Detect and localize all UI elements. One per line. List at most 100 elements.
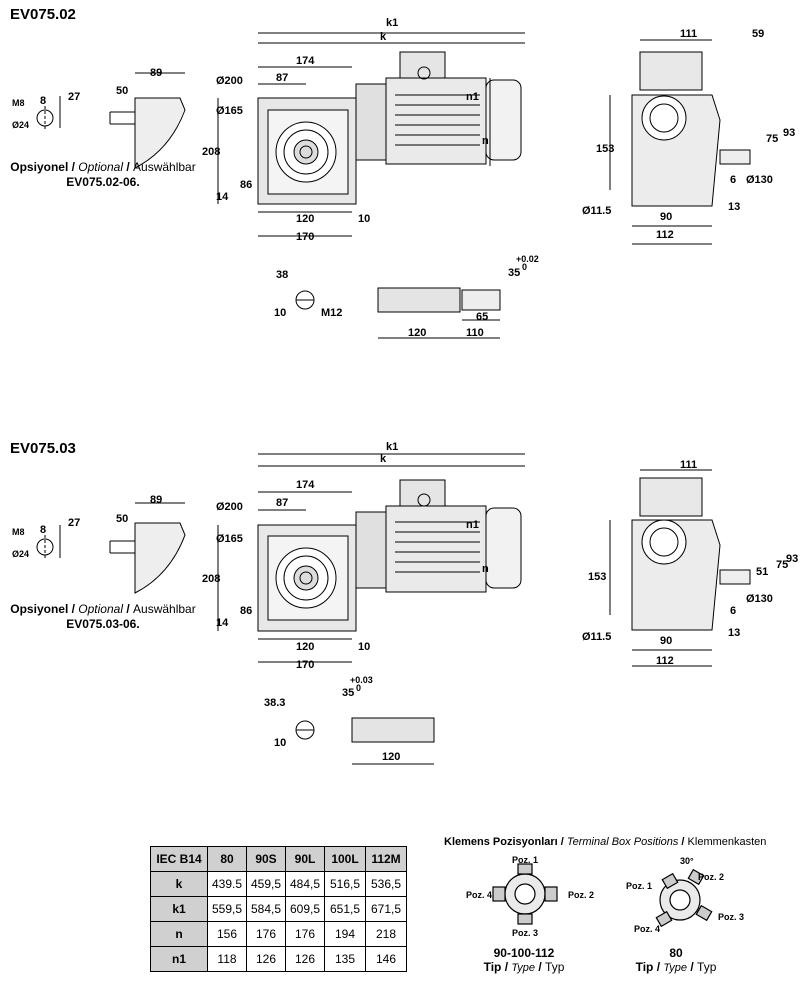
dim-110: 110 — [466, 327, 484, 339]
table-cell: 135 — [324, 946, 366, 972]
table-cell: 146 — [365, 946, 407, 972]
gearbox-front-view-2 — [217, 453, 525, 663]
dim-93-2: 93 — [786, 553, 798, 565]
dim-10-2: 10 — [358, 641, 370, 653]
gearbox-side-view — [609, 39, 751, 245]
dim-208: 208 — [202, 146, 220, 158]
dim-174-2: 174 — [296, 479, 315, 491]
section1-title: EV075.02 — [10, 6, 76, 23]
table-cell: 194 — [324, 921, 366, 947]
dim-90-2: 90 — [660, 635, 672, 647]
table-header: 112M — [365, 846, 407, 872]
dim-50: 50 — [116, 85, 128, 97]
dim-38-3: 38.3 — [264, 697, 285, 709]
tip-tr-b: Tip — [635, 960, 654, 974]
dim-153: 153 — [596, 143, 614, 155]
dim-8: 8 — [40, 95, 46, 107]
dim-93: 93 — [783, 127, 795, 139]
opt-tr-2: Opsiyonel — [10, 602, 69, 616]
dim-k: k — [380, 31, 387, 43]
flange-detail — [36, 72, 186, 169]
dim-d200: Ø200 — [216, 75, 243, 87]
dim-35: 35 — [508, 267, 520, 279]
table-cell: 218 — [365, 921, 407, 947]
table-row: n1 118 126 126 135 146 — [150, 946, 407, 972]
type-b-tip: Tip / Type / Typ — [635, 960, 717, 974]
type-a-name: 90-100-112 — [493, 946, 555, 960]
poz4-b: Poz. 4 — [634, 924, 660, 934]
type-a-tip: Tip / Type / Typ — [483, 960, 565, 974]
terminal-box-diagrams: Poz. 1 Poz. 2 Poz. 3 Poz. 4 30° Poz. 1 P… — [466, 855, 744, 938]
dim-170-2: 170 — [296, 659, 314, 671]
row-label: k1 — [150, 896, 208, 922]
dim-59: 59 — [752, 28, 764, 40]
table-cell: 536,5 — [365, 871, 407, 897]
terminal-box-title: Klemens Pozisyonları / Terminal Box Posi… — [444, 836, 767, 848]
terminal-type-a — [492, 863, 558, 925]
type-a-label: 90-100-112 Tip / Type / Typ — [464, 946, 584, 974]
dim-8-2: 8 — [40, 524, 46, 536]
flange-detail-2 — [36, 502, 186, 594]
table-cell: 484,5 — [285, 871, 325, 897]
table-cell: 459,5 — [246, 871, 286, 897]
dim-120-2: 120 — [296, 641, 314, 653]
table-cell: 559,5 — [207, 896, 247, 922]
dim-n: n — [482, 135, 489, 147]
table-header-row: IEC B14 80 90S 90L 100L 112M — [150, 846, 407, 872]
dim-k1: k1 — [386, 17, 398, 29]
dim-d165: Ø165 — [216, 105, 243, 117]
tb-title-tr: Klemens Pozisyonları — [444, 836, 558, 848]
dim-174: 174 — [296, 55, 315, 67]
dim-89-2: 89 — [150, 494, 162, 506]
row-label: n1 — [150, 946, 208, 972]
dim-d11-5-2: Ø11.5 — [582, 631, 611, 643]
table-cell: 584,5 — [246, 896, 286, 922]
terminal-type-b — [655, 868, 713, 928]
dim-d11-5: Ø11.5 — [582, 205, 611, 217]
table-cell: 176 — [246, 921, 286, 947]
dim-87-2: 87 — [276, 497, 288, 509]
dim-d200-2: Ø200 — [216, 501, 243, 513]
tol-upper: +0.02 — [516, 254, 539, 264]
gearbox-front-view — [217, 32, 525, 237]
tip-de-b: Typ — [697, 960, 717, 974]
poz4-a: Poz. 4 — [466, 890, 492, 900]
tol-lower: 0 — [522, 262, 527, 272]
section2-optional-note: Opsiyonel / Optional / Auswählbar EV075.… — [10, 602, 196, 631]
dim-10: 10 — [358, 213, 370, 225]
table-header: 90S — [246, 846, 286, 872]
dim-n1-2: n1 — [466, 519, 479, 531]
opt-en-2: Optional — [78, 602, 123, 616]
dim-m8: M8 — [12, 98, 25, 108]
dim-75-2: 75 — [776, 559, 788, 571]
tip-tr-a: Tip — [483, 960, 502, 974]
table-cell: 156 — [207, 921, 247, 947]
dim-208-2: 208 — [202, 573, 220, 585]
opt-de: Auswählbar — [133, 160, 196, 174]
poz3-b: Poz. 3 — [718, 912, 744, 922]
poz1-a: Poz. 1 — [512, 855, 538, 865]
dim-65: 65 — [476, 311, 488, 323]
table-header: 100L — [324, 846, 366, 872]
dim-112: 112 — [656, 229, 674, 241]
dim-13-2: 13 — [728, 627, 740, 639]
table-header: 90L — [285, 846, 325, 872]
dim-50-2: 50 — [116, 513, 128, 525]
section2-drawing: M8 Ø24 8 27 50 89 k1 k 174 87 Ø200 Ø165 … — [12, 441, 798, 765]
poz1-b: Poz. 1 — [626, 881, 652, 891]
iec-table: IEC B14 80 90S 90L 100L 112M k 439.5 459… — [150, 846, 407, 972]
table-cell: 126 — [246, 946, 286, 972]
dim-87: 87 — [276, 72, 288, 84]
row-label: k — [150, 871, 208, 897]
dim-51-2: 51 — [756, 566, 768, 578]
tol-lower-2: 0 — [356, 683, 361, 693]
dim-27: 27 — [68, 91, 80, 103]
dim-14-2: 14 — [216, 617, 229, 629]
angle-30: 30° — [680, 856, 694, 866]
table-cell: 516,5 — [324, 871, 366, 897]
opt-code: EV075.02-06. — [66, 175, 140, 189]
table-row: k1 559,5 584,5 609,5 651,5 671,5 — [150, 896, 407, 922]
table-cell: 118 — [207, 946, 247, 972]
opt-tr: Opsiyonel — [10, 160, 69, 174]
dim-d24-2: Ø24 — [12, 549, 29, 559]
